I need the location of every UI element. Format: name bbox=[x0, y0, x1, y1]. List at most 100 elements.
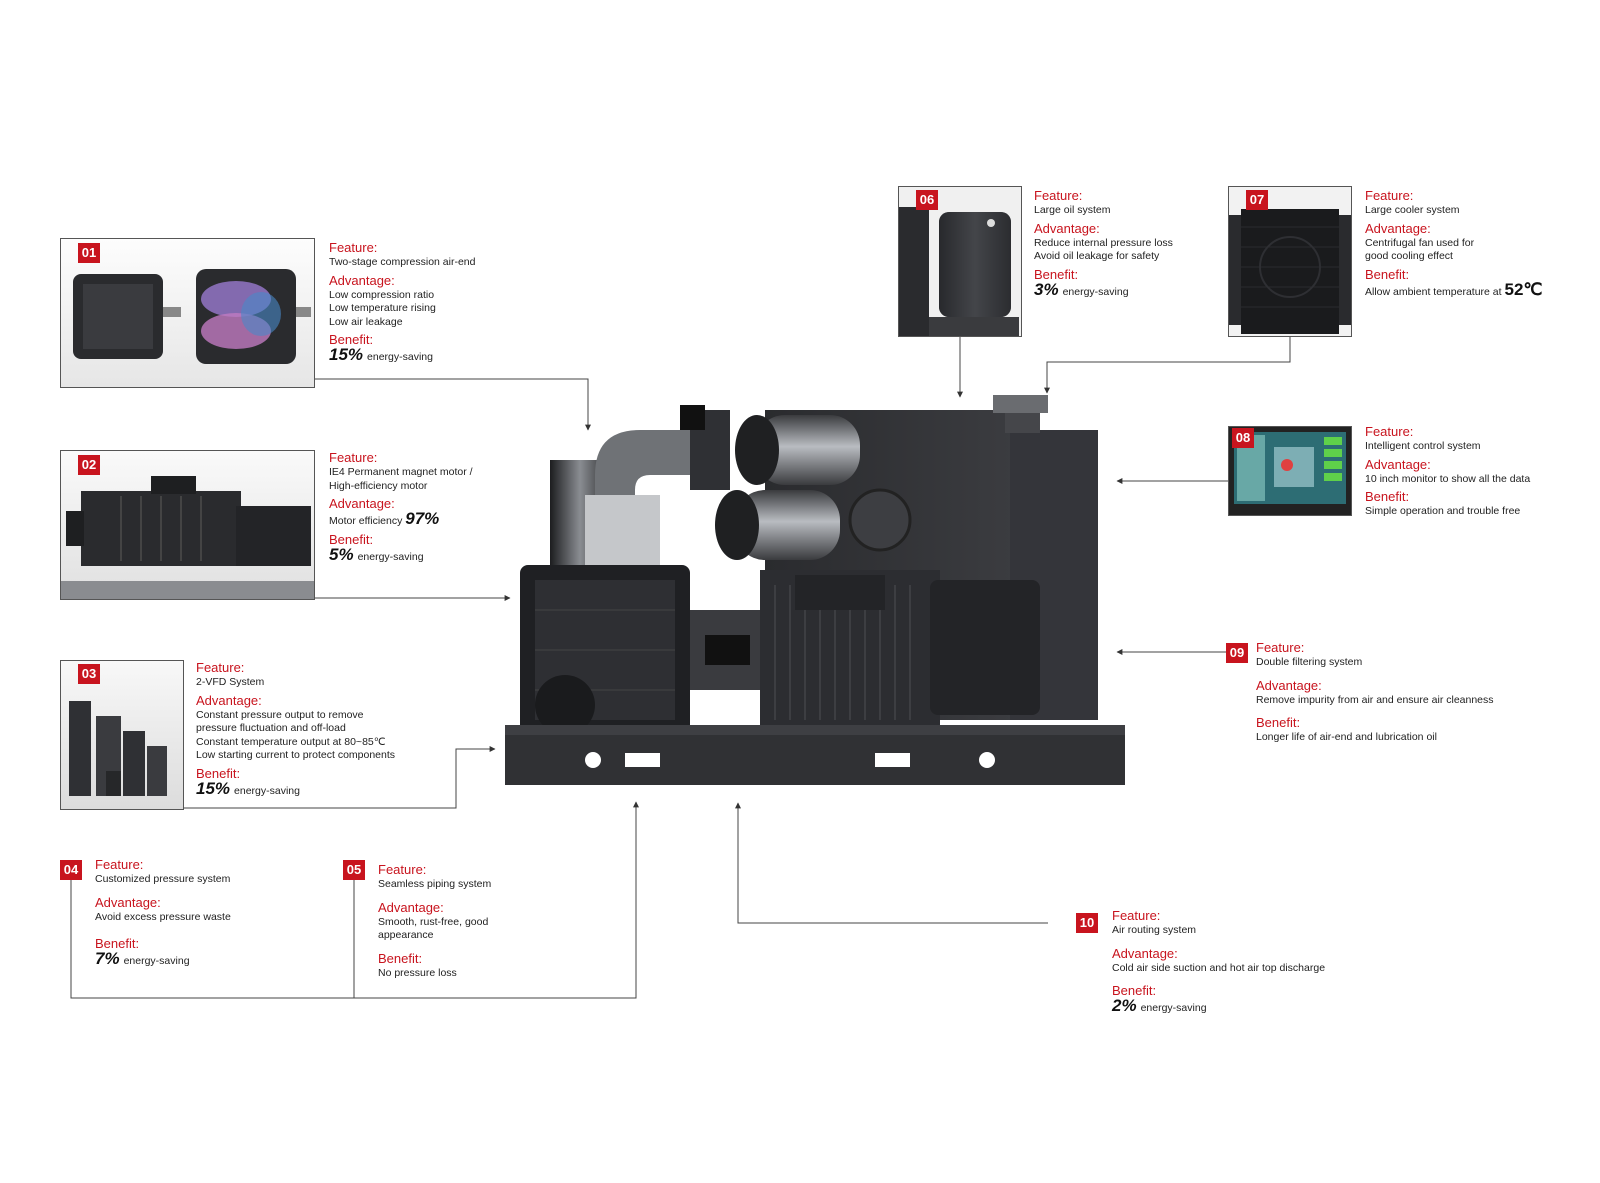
feature-08-text: Feature: Intelligent control system Adva… bbox=[1365, 424, 1585, 519]
benefit-text: energy-saving bbox=[1062, 285, 1129, 298]
advantage-heading: Advantage: bbox=[378, 899, 444, 915]
feature-03-text: Feature: 2-VFD System Advantage: Constan… bbox=[196, 660, 456, 798]
advantage-value: 97% bbox=[405, 509, 440, 528]
advantage-value: Smooth, rust-free, good appearance bbox=[378, 915, 489, 942]
benefit-heading: Benefit: bbox=[378, 950, 423, 966]
feature-09-text: Feature: Double filtering system Advanta… bbox=[1256, 640, 1566, 745]
control-monitor-image bbox=[1234, 432, 1346, 504]
feature-02-text: Feature: IE4 Permanent magnet motor / Hi… bbox=[329, 450, 559, 564]
feature-heading: Feature: bbox=[1365, 188, 1414, 203]
benefit-heading: Benefit: bbox=[329, 332, 374, 347]
benefit-heading: Benefit: bbox=[1365, 266, 1410, 282]
benefit-value: No pressure loss bbox=[378, 966, 457, 979]
advantage-heading: Advantage: bbox=[1365, 456, 1431, 472]
feature-value: Double filtering system bbox=[1256, 656, 1363, 668]
advantage-text: Motor efficiency bbox=[329, 515, 403, 527]
feature-heading: Feature: bbox=[378, 862, 427, 877]
advantage-heading: Advantage: bbox=[1365, 220, 1431, 236]
benefit-value: 15% bbox=[196, 778, 231, 798]
benefit-text: energy-saving bbox=[234, 784, 300, 797]
feature-heading: Feature: bbox=[1256, 640, 1305, 655]
benefit-value: 2% bbox=[1112, 996, 1137, 1015]
advantage-value: Remove impurity from air and ensure air … bbox=[1256, 693, 1494, 706]
connector-10 bbox=[735, 802, 1048, 924]
badge-01: 01 bbox=[78, 243, 100, 263]
feature-heading: Feature: bbox=[329, 450, 378, 465]
benefit-value: 5% bbox=[329, 544, 354, 564]
advantage-heading: Advantage: bbox=[329, 272, 395, 288]
feature-07-image bbox=[1228, 186, 1352, 337]
benefit-value: Longer life of air-end and lubrication o… bbox=[1256, 731, 1437, 743]
benefit-value: Simple operation and trouble free bbox=[1365, 505, 1521, 517]
feature-heading: Feature: bbox=[196, 660, 245, 675]
feature-value: IE4 Permanent magnet motor / High-effici… bbox=[329, 466, 473, 492]
benefit-value: 3% bbox=[1034, 279, 1059, 299]
advantage-value: Centrifugal fan used for good cooling ef… bbox=[1365, 236, 1475, 263]
badge-03: 03 bbox=[78, 664, 100, 684]
feature-06-image bbox=[898, 186, 1022, 337]
feature-heading: Feature: bbox=[95, 857, 144, 872]
feature-value: Seamless piping system bbox=[378, 878, 492, 890]
advantage-value: 10 inch monitor to show all the data bbox=[1365, 472, 1531, 485]
feature-01-image bbox=[60, 238, 315, 388]
badge-04: 04 bbox=[60, 860, 82, 880]
feature-02-image bbox=[60, 450, 315, 600]
vfd-image bbox=[69, 701, 167, 796]
benefit-text: energy-saving bbox=[1140, 1002, 1207, 1014]
feature-01-text: Feature: Two-stage compression air-end A… bbox=[329, 240, 559, 365]
advantage-value: Avoid excess pressure waste bbox=[95, 910, 231, 923]
advantage-value: Low compression ratio Low temperature ri… bbox=[329, 288, 436, 328]
feature-07-text: Feature: Large cooler system Advantage: … bbox=[1365, 188, 1575, 299]
benefit-text: energy-saving bbox=[357, 550, 424, 563]
feature-heading: Feature: bbox=[1034, 188, 1083, 203]
benefit-value: 52℃ bbox=[1504, 279, 1543, 299]
benefit-value: 15% bbox=[329, 345, 364, 364]
advantage-heading: Advantage: bbox=[95, 894, 161, 910]
feature-10-text: Feature: Air routing system Advantage: C… bbox=[1112, 908, 1402, 1016]
feature-value: Large cooler system bbox=[1365, 204, 1460, 216]
air-end-image bbox=[73, 269, 311, 364]
advantage-heading: Advantage: bbox=[1112, 945, 1178, 961]
benefit-text: Allow ambient temperature at bbox=[1365, 285, 1502, 298]
badge-07: 07 bbox=[1246, 190, 1268, 210]
advantage-heading: Advantage: bbox=[1256, 677, 1322, 693]
benefit-text: energy-saving bbox=[367, 351, 433, 363]
feature-value: Intelligent control system bbox=[1365, 440, 1481, 452]
advantage-heading: Advantage: bbox=[196, 692, 262, 708]
feature-03-image bbox=[60, 660, 184, 810]
badge-06: 06 bbox=[916, 190, 938, 210]
advantage-value: Cold air side suction and hot air top di… bbox=[1112, 961, 1326, 974]
badge-08: 08 bbox=[1232, 428, 1254, 448]
feature-05-text: Feature: Seamless piping system Advantag… bbox=[378, 862, 608, 980]
advantage-heading: Advantage: bbox=[1034, 220, 1100, 236]
feature-06-text: Feature: Large oil system Advantage: Red… bbox=[1034, 188, 1214, 299]
cooler-image bbox=[1229, 209, 1351, 334]
benefit-heading: Benefit: bbox=[196, 765, 241, 781]
feature-value: Air routing system bbox=[1112, 924, 1197, 936]
badge-10: 10 bbox=[1076, 913, 1098, 933]
advantage-value: Reduce internal pressure loss Avoid oil … bbox=[1034, 236, 1173, 263]
benefit-value: 7% bbox=[95, 949, 120, 968]
benefit-heading: Benefit: bbox=[95, 936, 140, 951]
feature-value: Two-stage compression air-end bbox=[329, 256, 476, 268]
advantage-value: Constant pressure output to remove press… bbox=[196, 708, 396, 762]
advantage-heading: Advantage: bbox=[329, 496, 395, 511]
feature-heading: Feature: bbox=[329, 240, 378, 255]
feature-heading: Feature: bbox=[1365, 424, 1414, 439]
feature-04-text: Feature: Customized pressure system Adva… bbox=[95, 857, 325, 969]
oil-tank-image bbox=[899, 207, 1019, 336]
benefit-text: energy-saving bbox=[123, 955, 190, 967]
benefit-heading: Benefit: bbox=[1365, 489, 1410, 504]
benefit-heading: Benefit: bbox=[329, 531, 374, 547]
benefit-heading: Benefit: bbox=[1112, 983, 1157, 998]
benefit-heading: Benefit: bbox=[1256, 715, 1301, 730]
connector-07 bbox=[1044, 336, 1291, 394]
feature-value: 2-VFD System bbox=[196, 676, 265, 688]
feature-08-image bbox=[1228, 426, 1352, 516]
feature-value: Customized pressure system bbox=[95, 873, 231, 885]
badge-02: 02 bbox=[78, 455, 100, 475]
badge-09: 09 bbox=[1226, 643, 1248, 663]
feature-heading: Feature: bbox=[1112, 908, 1161, 923]
feature-value: Large oil system bbox=[1034, 204, 1111, 216]
motor-image bbox=[61, 476, 314, 599]
